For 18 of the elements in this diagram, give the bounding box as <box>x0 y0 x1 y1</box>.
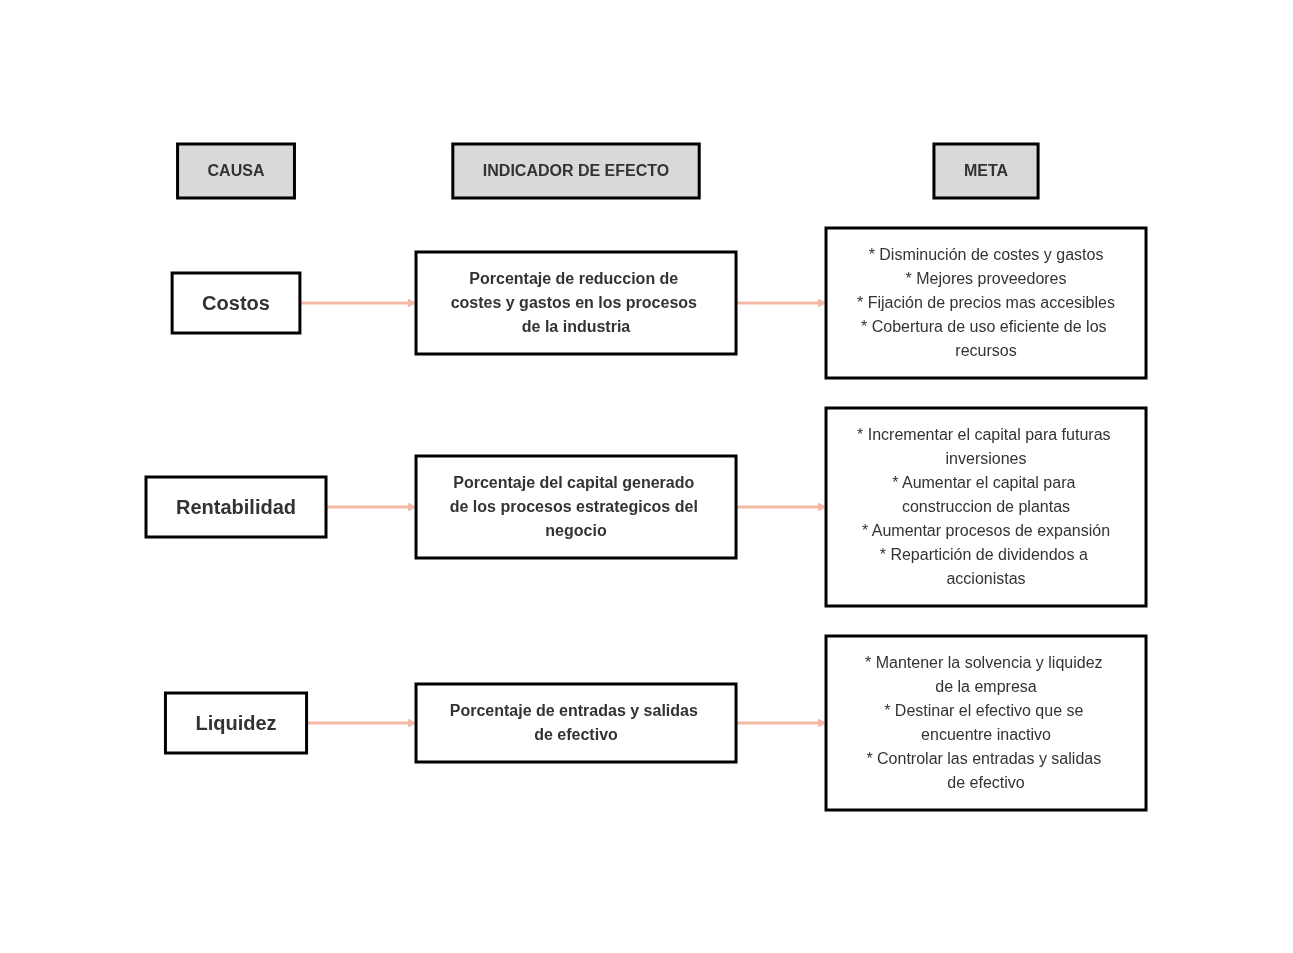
node-box: INDICADOR DE EFECTO <box>451 142 702 199</box>
node-box: META <box>932 142 1041 199</box>
node-box: * Disminución de costes y gastos * Mejores proveedores * Fijación de precios mas accesibles * Cobertura de uso eficiente de los recursos <box>825 226 1148 379</box>
node-box: Porcentaje de entradas y salidas de efectivo <box>415 682 738 763</box>
node-box: CAUSA <box>176 142 297 199</box>
node-box: * Mantener la solvencia y liquidez de la empresa * Destinar el efectivo que se encuentre inactivo * Controlar las entradas y salidas de efectivo <box>825 634 1148 811</box>
arrow <box>736 298 827 307</box>
node-box: Rentabilidad <box>145 475 328 538</box>
arrow <box>736 502 827 511</box>
arrow <box>326 502 417 511</box>
node-box: Liquidez <box>164 691 309 754</box>
arrow <box>736 718 827 727</box>
arrow <box>300 298 417 307</box>
node-box: Costos <box>171 271 302 334</box>
node-box: * Incrementar el capital para futuras inversiones * Aumentar el capital para construccion de plantas * Aumentar procesos de expansión * Repartición de dividendos a accionistas <box>825 406 1148 607</box>
arrow <box>307 718 417 727</box>
node-box: Porcentaje de reduccion de costes y gastos en los procesos de la industria <box>415 250 738 355</box>
node-box: Porcentaje del capital generado de los procesos estrategicos del negocio <box>415 454 738 559</box>
